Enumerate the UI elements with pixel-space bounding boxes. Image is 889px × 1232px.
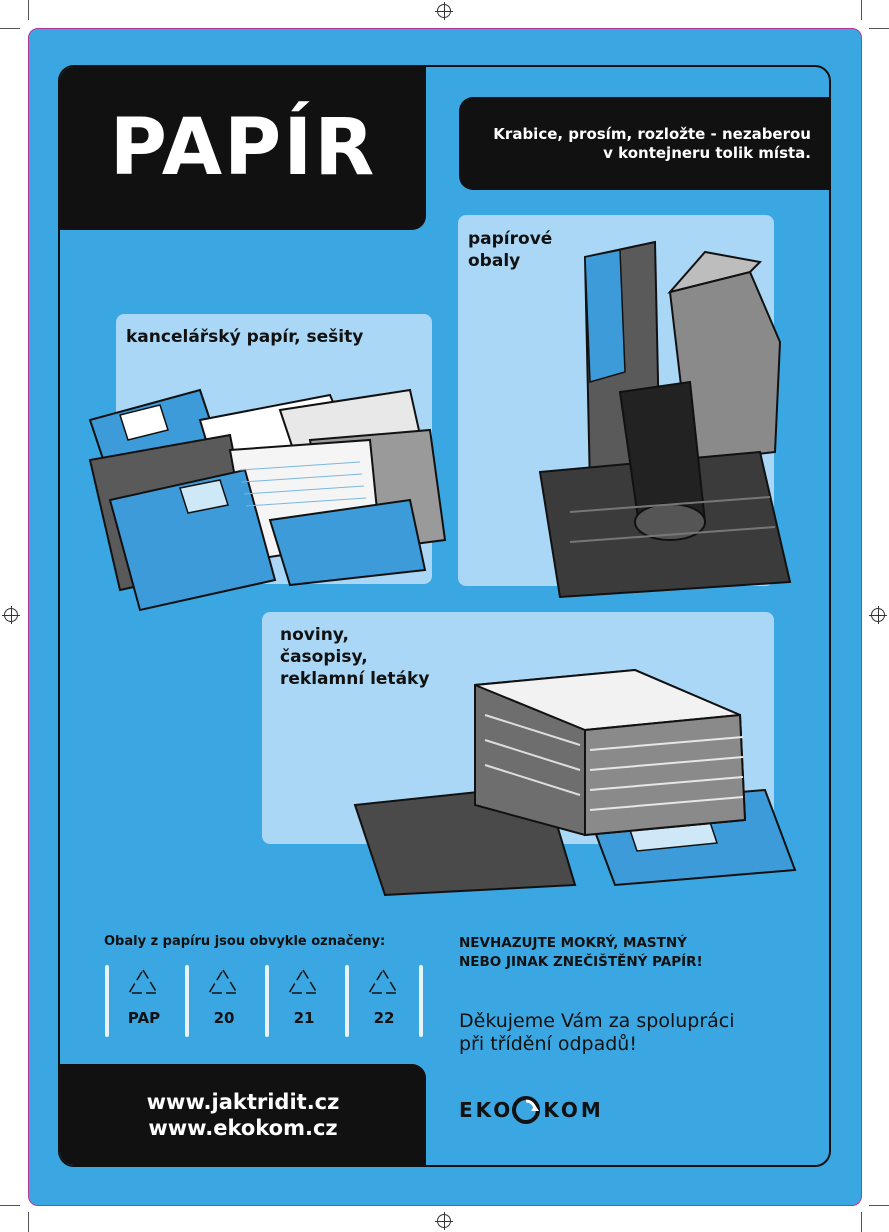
divider [185, 965, 189, 1037]
recycling-code: 21 [293, 1009, 315, 1027]
logo-text-left: EKO [459, 1098, 514, 1122]
logo-text-right: KOM [543, 1098, 604, 1122]
website-link[interactable]: www.jaktridit.cz [146, 1090, 340, 1114]
ekokom-logo: EKO KOM [459, 1094, 604, 1126]
crop-mark [28, 0, 29, 20]
warning-line: NEBO JINAK ZNEČIŠTĚNÝ PAPÍR! [459, 954, 703, 970]
websites-box: www.jaktridit.cz www.ekokom.cz [60, 1064, 426, 1165]
website-link[interactable]: www.ekokom.cz [148, 1116, 338, 1140]
thanks-text: Děkujeme Vám za spolupráci při třídění o… [459, 1010, 735, 1056]
recycling-code-item: 22 [345, 965, 423, 1037]
crop-mark [0, 1205, 20, 1206]
recycling-code-item: 20 [185, 965, 255, 1037]
newspapers-illustration [353, 668, 797, 897]
recycle-triangle-icon [127, 968, 159, 994]
recycling-code: PAP [127, 1009, 161, 1027]
divider [345, 965, 349, 1037]
warning-text: NEVHAZUJTE MOKRÝ, MASTNÝ NEBO JINAK ZNEČ… [459, 934, 703, 972]
crop-mark [861, 1212, 862, 1232]
thanks-line: při třídění odpadů! [459, 1033, 637, 1055]
crop-mark [861, 0, 862, 20]
recycling-code-item: 21 [265, 965, 335, 1037]
recycling-code: 20 [213, 1009, 235, 1027]
recycle-triangle-icon [367, 968, 399, 994]
crop-mark [869, 1205, 889, 1206]
recycle-arrow-icon [512, 1096, 541, 1124]
card-office-paper-label: kancelářský papír, sešity [126, 327, 364, 347]
card-newspapers-label-line: časopisy, [280, 647, 368, 667]
packaging-illustration [538, 240, 792, 599]
note-text: Krabice, prosím, rozložte - nezaberou v … [471, 125, 811, 163]
title-box: PAPÍR [60, 67, 426, 230]
card-newspapers-label-line: reklamní letáky [280, 669, 430, 689]
recycling-code-item: PAP [105, 965, 175, 1037]
recycle-triangle-icon [287, 968, 319, 994]
card-packaging-label-line: obaly [468, 251, 521, 271]
note-box: Krabice, prosím, rozložte - nezaberou v … [459, 97, 829, 190]
notebooks-illustration [88, 388, 447, 612]
card-newspapers-label: noviny, časopisy, reklamní letáky [280, 624, 429, 690]
registration-mark [2, 606, 20, 624]
divider [419, 965, 423, 1037]
warning-line: NEVHAZUJTE MOKRÝ, MASTNÝ [459, 935, 687, 951]
note-line: Krabice, prosím, rozložte - nezaberou [493, 125, 811, 143]
crop-mark [869, 28, 889, 29]
card-packaging-label-line: papírové [468, 229, 553, 249]
registration-mark [435, 1212, 453, 1230]
crop-mark [0, 28, 20, 29]
page-title: PAPÍR [109, 103, 377, 193]
registration-mark [435, 2, 453, 20]
registration-mark [869, 606, 887, 624]
recycling-codes: PAP 20 21 22 [105, 965, 425, 1037]
crop-mark [28, 1212, 29, 1232]
card-newspapers-label-line: noviny, [280, 625, 350, 645]
card-packaging-label: papírové obaly [468, 228, 552, 272]
divider [105, 965, 109, 1037]
thanks-line: Děkujeme Vám za spolupráci [459, 1010, 735, 1032]
marking-label: Obaly z papíru jsou obvykle označeny: [104, 934, 386, 949]
recycling-code: 22 [373, 1009, 395, 1027]
note-line: v kontejneru tolik místa. [603, 144, 811, 162]
recycle-triangle-icon [207, 968, 239, 994]
divider [265, 965, 269, 1037]
